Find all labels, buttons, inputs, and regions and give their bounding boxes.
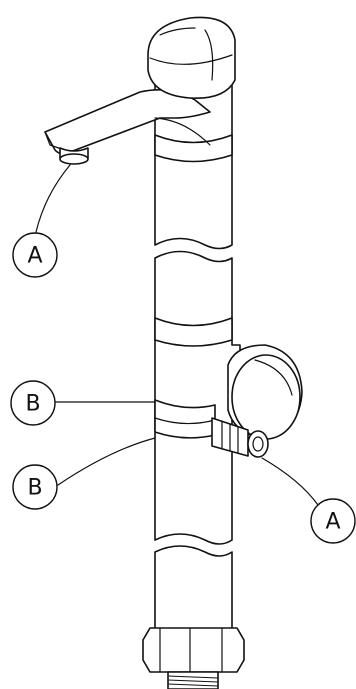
leader-a-bottom [261, 457, 319, 506]
leader-b-lower [57, 437, 156, 486]
callout-b-upper: B [10, 380, 56, 426]
leader-lines [35, 164, 319, 506]
side-knob [227, 344, 303, 440]
svg-text:A: A [325, 510, 340, 535]
lever-handle [147, 16, 236, 99]
threaded-shank [167, 671, 219, 689]
svg-text:B: B [27, 476, 42, 501]
inlet-fitting [211, 417, 269, 458]
spout [44, 89, 211, 165]
callout-a-bottom: A [310, 498, 356, 544]
callout-a-top: A [12, 232, 58, 278]
svg-text:B: B [25, 392, 40, 417]
faucet-bottom-body [154, 545, 233, 649]
callout-b-lower: B [12, 464, 58, 510]
leader-a-top [35, 164, 71, 233]
faucet-middle-body [154, 250, 241, 545]
hex-nut [142, 627, 245, 673]
svg-text:A: A [27, 244, 42, 269]
